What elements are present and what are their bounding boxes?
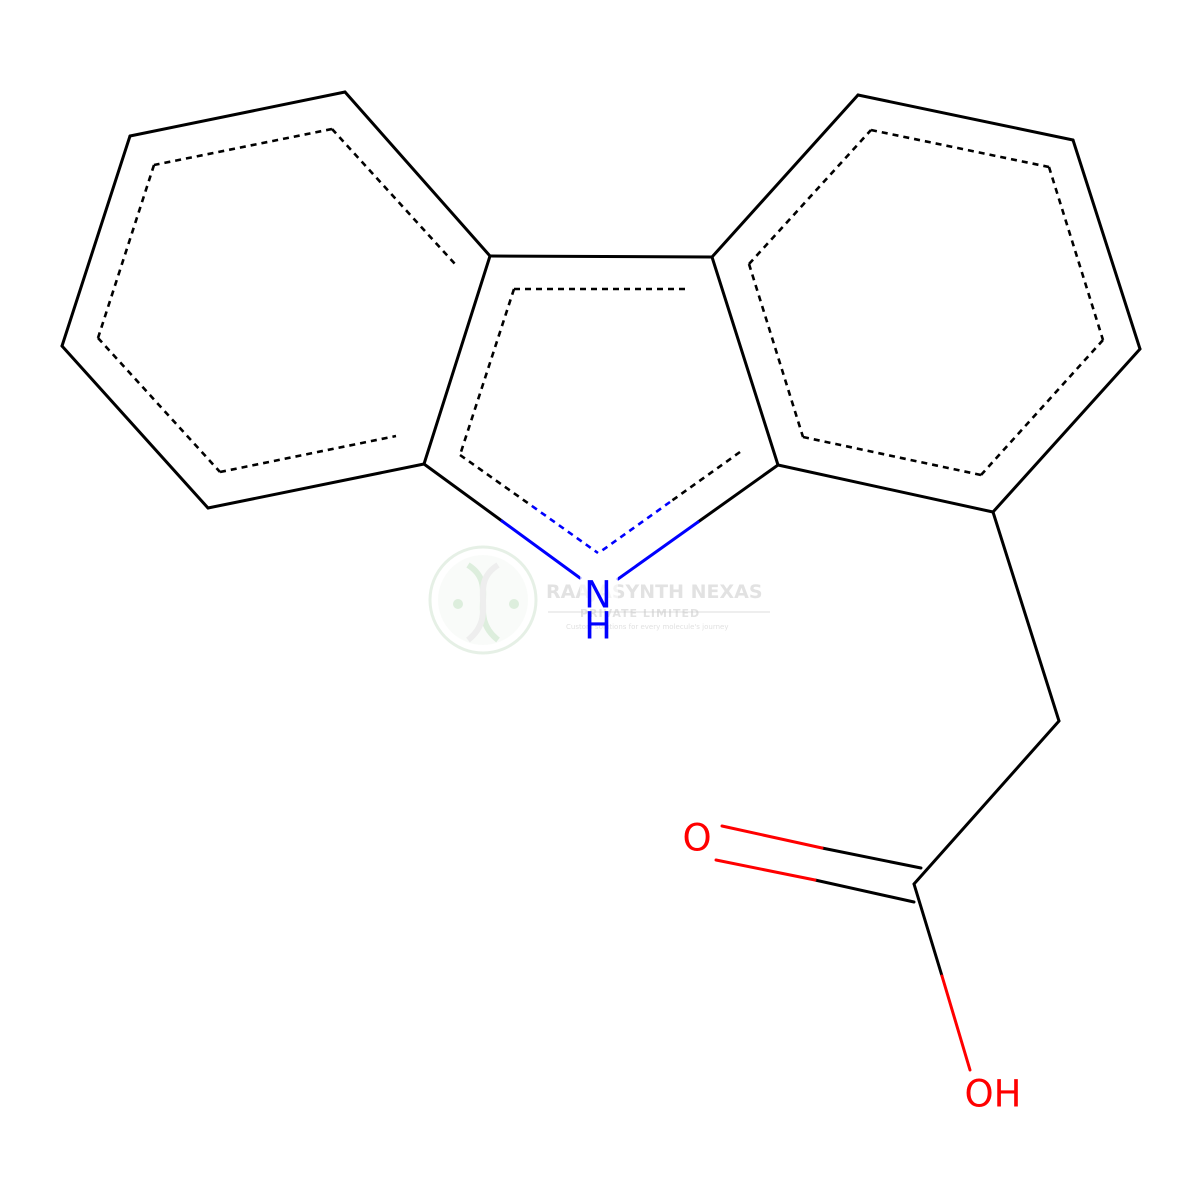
bond	[128, 90, 347, 138]
bond	[991, 347, 1142, 514]
watermark-logo-icon	[428, 545, 538, 655]
bond	[710, 255, 780, 467]
bond	[343, 90, 492, 258]
bond	[912, 882, 944, 978]
watermark-subtitle: PRIVATE LIMITED	[580, 607, 700, 620]
aromatic-bond	[748, 129, 872, 265]
aromatic-bond	[599, 500, 671, 554]
left-benzene-ring	[60, 90, 492, 510]
bond	[912, 719, 1061, 886]
nh-hydrogen-label: H	[584, 605, 612, 648]
bond	[991, 510, 1061, 723]
aromatic-bond	[219, 434, 397, 474]
bond	[60, 134, 132, 348]
aromatic-bond	[153, 127, 333, 167]
bond	[1071, 138, 1142, 351]
aromatic-bond	[97, 337, 221, 473]
carbonyl-oxygen-label: O	[682, 817, 711, 860]
bond	[714, 858, 817, 882]
aromatic-bond	[747, 263, 805, 438]
aromatic-bond	[870, 128, 1050, 169]
bond	[710, 93, 860, 259]
bond	[776, 463, 995, 514]
watermark-tagline: Custom solutions for every molecule's jo…	[566, 623, 728, 631]
bond	[940, 974, 972, 1072]
aromatic-bond	[980, 339, 1104, 476]
aromatic-bond	[458, 288, 516, 456]
aromatic-bond	[1047, 166, 1105, 341]
aromatic-bond	[802, 435, 982, 477]
pyrrole-ring	[422, 254, 780, 581]
bond	[60, 344, 210, 510]
bond	[616, 520, 700, 581]
bond	[720, 824, 824, 850]
bond	[422, 254, 492, 466]
aromatic-bond	[96, 164, 156, 339]
hydroxyl-label: OH	[965, 1073, 1022, 1116]
acetic-acid-chain	[714, 510, 1061, 1072]
bond	[500, 519, 582, 580]
aromatic-bond	[459, 453, 533, 508]
bond	[813, 878, 916, 904]
bond	[422, 462, 504, 523]
bond	[856, 93, 1075, 142]
aromatic-bond	[669, 450, 741, 504]
aromatic-bond	[331, 128, 456, 265]
bond	[696, 463, 780, 524]
nitrogen-label: N	[584, 574, 612, 617]
atom-labels: N H O OH	[580, 573, 1021, 1116]
bond	[820, 846, 923, 870]
aromatic-bond	[531, 504, 599, 555]
bond	[206, 462, 426, 510]
right-benzene-ring	[710, 93, 1142, 514]
bond	[488, 254, 714, 259]
watermark-title: RAAJASYNTH NEXAS	[546, 581, 763, 603]
